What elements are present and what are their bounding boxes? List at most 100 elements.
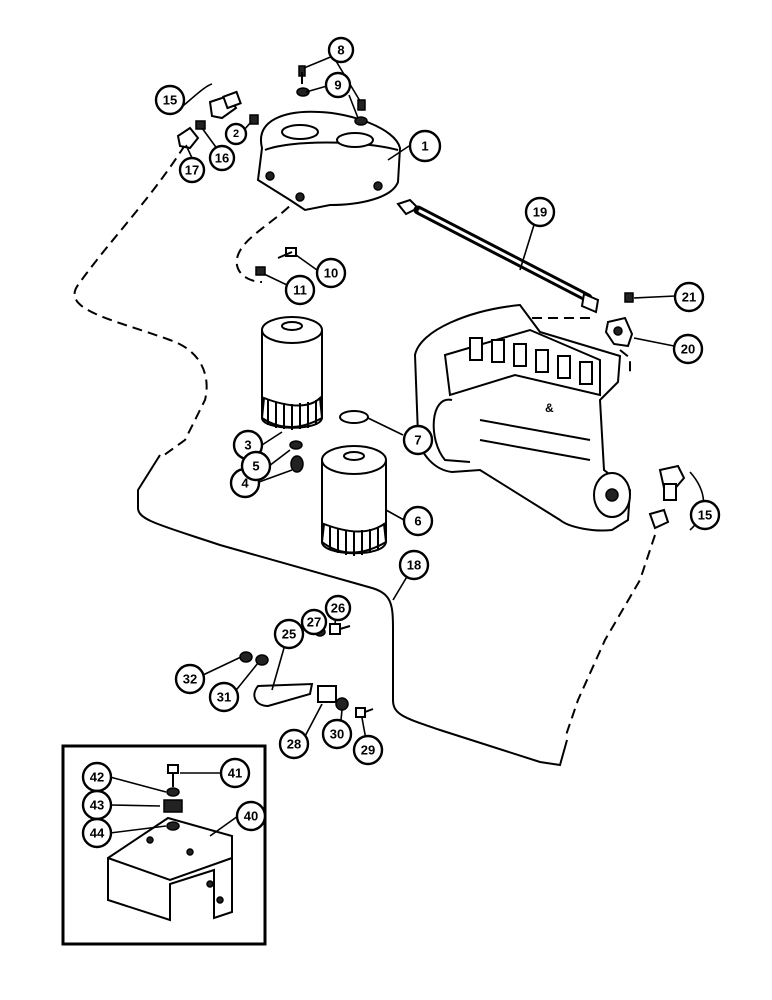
callout-32: 32 <box>174 663 206 695</box>
svg-text:19: 19 <box>533 205 547 220</box>
fuel-line-right-dashed <box>564 534 656 739</box>
svg-text:31: 31 <box>217 690 231 705</box>
plug-2 <box>249 114 259 125</box>
svg-text:44: 44 <box>90 826 105 841</box>
callout-16: 16 <box>208 144 236 172</box>
svg-text:17: 17 <box>185 163 199 178</box>
svg-text:15: 15 <box>163 93 177 108</box>
svg-text:21: 21 <box>682 290 696 305</box>
callout-31: 31 <box>208 681 240 713</box>
svg-text:5: 5 <box>252 459 259 474</box>
svg-text:27: 27 <box>307 615 321 630</box>
pump-outlets <box>469 337 593 385</box>
callout-18: 18 <box>398 549 430 581</box>
clip-28 <box>317 685 337 703</box>
washer-31 <box>255 654 269 666</box>
svg-text:16: 16 <box>215 151 229 166</box>
svg-text:3: 3 <box>244 438 251 453</box>
callout-30: 30 <box>321 718 353 750</box>
elbow-fitting-right <box>658 464 686 501</box>
svg-text:7: 7 <box>414 433 421 448</box>
callout-26: 26 <box>324 594 352 622</box>
svg-text:9: 9 <box>334 78 341 93</box>
svg-text:11: 11 <box>293 283 307 298</box>
callout-43: 43 <box>81 789 113 821</box>
nut-32 <box>239 651 253 663</box>
washer-42 <box>166 787 180 797</box>
callout-15-left: 15 <box>154 84 186 116</box>
screw-8-right <box>357 99 366 111</box>
filter-element-3 <box>260 316 324 430</box>
screw-8-left <box>298 65 306 84</box>
svg-text:41: 41 <box>228 766 242 781</box>
callout-21: 21 <box>673 281 705 313</box>
callout-6: 6 <box>402 505 434 537</box>
injection-pump: & <box>413 303 632 532</box>
support-bracket-40 <box>107 816 233 922</box>
callout-15-right: 15 <box>689 499 721 531</box>
callout-40: 40 <box>235 800 267 832</box>
svg-text:26: 26 <box>331 601 345 616</box>
callout-2: 2 <box>224 122 248 146</box>
hose-19 <box>396 198 600 314</box>
callout-1: 1 <box>408 129 442 163</box>
svg-text:4: 4 <box>241 476 249 491</box>
washer-9-left <box>296 87 310 97</box>
svg-text:10: 10 <box>324 266 338 281</box>
clip-43 <box>163 799 183 813</box>
callout-44: 44 <box>81 817 113 849</box>
bolt-10 <box>277 247 297 259</box>
seal-ring-7 <box>339 410 369 424</box>
nut-11 <box>255 266 266 276</box>
fuel-line-left-dashed <box>73 144 208 459</box>
callout-11: 11 <box>284 274 316 306</box>
callout-42: 42 <box>81 761 113 793</box>
svg-text:43: 43 <box>90 798 104 813</box>
svg-text:30: 30 <box>330 727 344 742</box>
pump-marking-icon: & <box>545 401 554 415</box>
callout-27: 27 <box>300 608 328 636</box>
callout-9: 9 <box>324 71 352 99</box>
nut-16 <box>195 120 206 130</box>
svg-text:2: 2 <box>233 128 239 140</box>
svg-text:40: 40 <box>244 809 258 824</box>
callout-28: 28 <box>278 728 310 760</box>
plug-21 <box>624 292 634 303</box>
svg-text:8: 8 <box>337 43 344 58</box>
svg-text:20: 20 <box>681 342 695 357</box>
svg-text:42: 42 <box>90 770 104 785</box>
callout-7: 7 <box>402 424 434 456</box>
callout-17: 17 <box>178 156 206 184</box>
svg-text:28: 28 <box>287 737 301 752</box>
bracket-25 <box>253 682 314 708</box>
callout-20: 20 <box>672 333 704 365</box>
fitting-17 <box>176 126 200 150</box>
bolt-29 <box>355 707 374 718</box>
washer-30 <box>335 697 349 711</box>
seal-ring-5 <box>289 440 303 450</box>
svg-text:32: 32 <box>183 672 197 687</box>
elbow-fitting-left <box>208 90 242 120</box>
bolt-41 <box>167 764 179 787</box>
bolt-26 <box>329 623 351 635</box>
svg-text:1: 1 <box>421 139 428 154</box>
svg-text:15: 15 <box>698 508 712 523</box>
svg-text:29: 29 <box>361 743 375 758</box>
callout-8: 8 <box>327 36 355 64</box>
svg-text:25: 25 <box>282 627 296 642</box>
nut-44 <box>166 821 180 831</box>
drain-plug-4 <box>290 455 304 473</box>
banjo-fitting-20 <box>604 316 634 348</box>
nut-right-15 <box>648 508 670 530</box>
callout-19: 19 <box>524 196 556 228</box>
filter-head <box>256 110 402 212</box>
fuel-line-filter-dashed <box>235 194 301 283</box>
callout-29: 29 <box>352 734 384 766</box>
fuel-pipe-18 <box>137 454 568 767</box>
callout-10: 10 <box>315 257 347 289</box>
callout-25: 25 <box>273 618 305 650</box>
filter-element-6 <box>320 445 388 556</box>
svg-text:18: 18 <box>407 558 421 573</box>
washer-9-right <box>354 116 368 126</box>
